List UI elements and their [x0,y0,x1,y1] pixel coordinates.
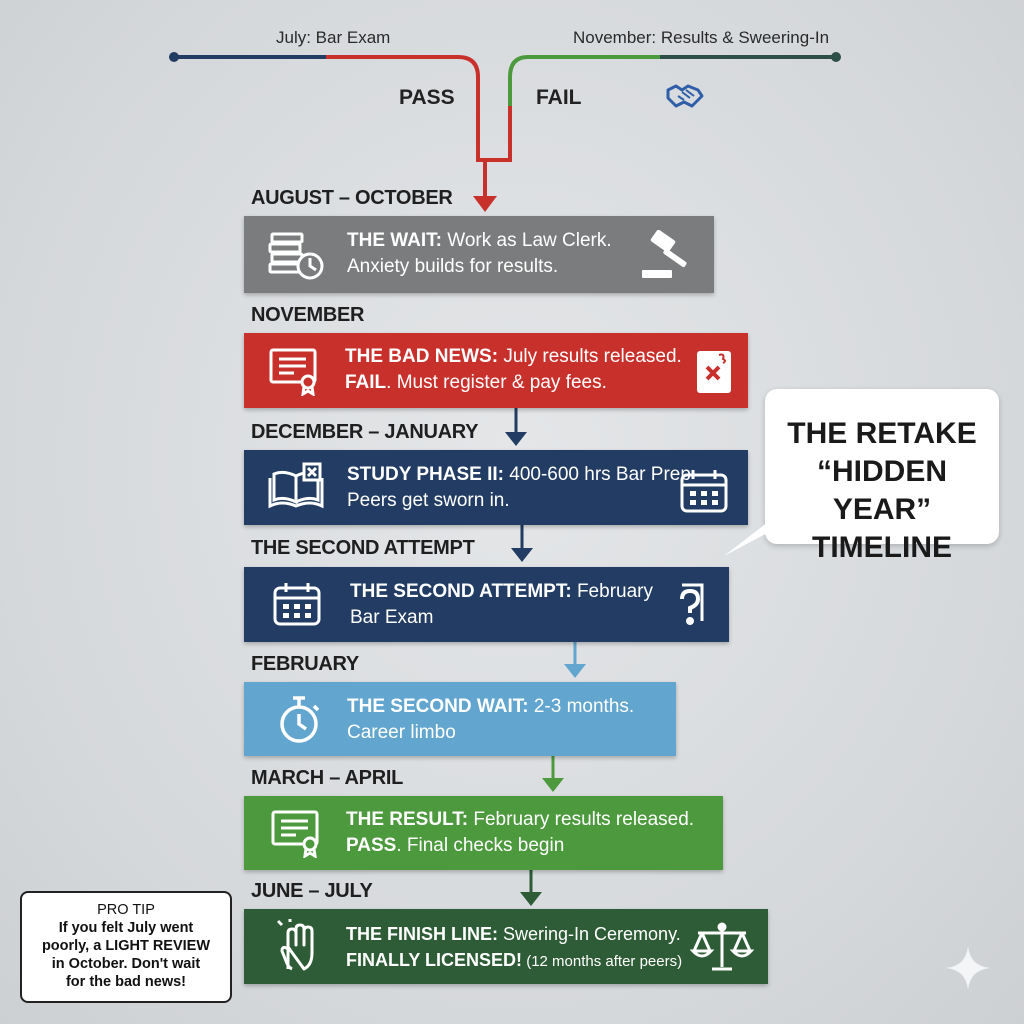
phase-detail-2: . Final checks begin [396,835,565,856]
phase-label-jun-jul: JUNE – JULY [251,880,373,902]
calendar-icon [678,467,730,515]
sparkle-icon [946,946,990,990]
phase-detail: July results released. [498,346,682,367]
calendar-icon [270,580,324,628]
phase-label-dec-jan: DECEMBER – JANUARY [251,421,479,443]
phase-card-bad-news: THE BAD NEWS: July results released. FAI… [244,333,748,408]
phase-text: STUDY PHASE II: 400-600 hrs Bar Prep Pee… [347,462,691,514]
phase-detail-2: Peers get sworn in. [347,490,510,511]
phase-card-second-wait: THE SECOND WAIT: 2-3 months. Career limb… [244,682,676,756]
phase-title: THE RESULT: [346,809,469,830]
phase-card-second-attempt: THE SECOND ATTEMPT: February Bar Exam [244,567,729,642]
pro-tip-line-2: poorly, a LIGHT REVIEW [41,938,211,954]
phase-detail: 2-3 months. [528,696,635,717]
phase-text: THE RESULT: February results released. P… [346,807,694,859]
phase-text: THE SECOND WAIT: 2-3 months. Career limb… [347,694,634,746]
pro-tip-box: PRO TIP If you felt July went poorly, a … [20,891,232,1003]
phase-label-november: NOVEMBER [251,304,365,326]
certificate-icon [268,346,322,396]
pass-branch-label: PASS [399,86,455,109]
phase-label-aug-oct: AUGUST – OCTOBER [251,187,453,209]
pro-tip-line-4: for the bad news! [65,974,187,990]
phase-status: FAIL [345,372,387,393]
title-callout: THE RETAKE “HIDDEN YEAR” TIMELINE [765,389,999,564]
phase-label-february: FEBRUARY [251,653,359,675]
stopwatch-icon [274,694,324,746]
scales-of-justice-icon [690,921,754,975]
phase-detail: Work as Law Clerk. [442,230,612,251]
phase-title: STUDY PHASE II: [347,464,504,485]
stacked-papers-clock-icon [266,228,326,282]
phase-title: THE SECOND ATTEMPT: [350,581,572,602]
phase-label-second-attempt: THE SECOND ATTEMPT [251,537,475,559]
phase-status: PASS [346,835,397,856]
gavel-icon [638,230,696,282]
callout-line-1: THE RETAKE [787,417,977,450]
phase-card-finish-line: THE FINISH LINE: Swering-In Ceremony. FI… [244,909,768,984]
phase-label-mar-apr: MARCH – APRIL [251,767,404,789]
phase-text: THE SECOND ATTEMPT: February Bar Exam [350,579,653,631]
question-document-icon [672,581,708,629]
phase-text: THE WAIT: Work as Law Clerk. Anxiety bui… [347,228,612,280]
phase-detail-2: (12 months after peers) [522,953,683,970]
phase-title: THE SECOND WAIT: [347,696,529,717]
failed-document-icon [693,349,737,395]
raised-hand-icon [276,919,324,975]
phase-text: THE FINISH LINE: Swering-In Ceremony. FI… [346,921,682,975]
callout-line-3: TIMELINE [812,531,952,564]
phase-detail-2: Career limbo [347,722,456,743]
pro-tip-line-1: If you felt July went [58,920,194,936]
phase-detail-2: . Must register & pay fees. [386,372,607,393]
broken-book-icon [266,462,326,514]
phase-detail-2: Bar Exam [350,607,434,628]
phase-detail: February results released. [468,809,695,830]
fail-branch-label: FAIL [536,86,582,109]
november-results-label: November: Results & Sweering-In [573,28,830,47]
phase-detail: February [571,581,653,602]
phase-title: THE WAIT: [347,230,442,251]
phase-card-the-wait: THE WAIT: Work as Law Clerk. Anxiety bui… [244,216,714,293]
phase-detail: Swering-In Ceremony. [498,924,681,944]
certificate-icon [270,808,324,858]
handshake-icon [666,84,704,108]
pro-tip-heading: PRO TIP [97,902,155,918]
callout-line-2: “HIDDEN YEAR” [816,455,947,526]
pro-tip-line-3: in October. Don't wait [51,956,201,972]
phase-title: THE FINISH LINE: [346,924,498,944]
branch-connector [169,52,841,212]
phase-card-study-phase: STUDY PHASE II: 400-600 hrs Bar Prep Pee… [244,450,748,525]
phase-status: FINALLY LICENSED! [346,950,523,970]
july-exam-label: July: Bar Exam [276,28,391,47]
phase-title: THE BAD NEWS: [345,346,499,367]
phase-card-the-result: THE RESULT: February results released. P… [244,796,723,870]
phase-detail-2: Anxiety builds for results. [347,256,559,277]
phase-text: THE BAD NEWS: July results released. FAI… [345,344,682,396]
phase-detail: 400-600 hrs Bar Prep [503,464,691,485]
callout-pointer [724,522,788,556]
